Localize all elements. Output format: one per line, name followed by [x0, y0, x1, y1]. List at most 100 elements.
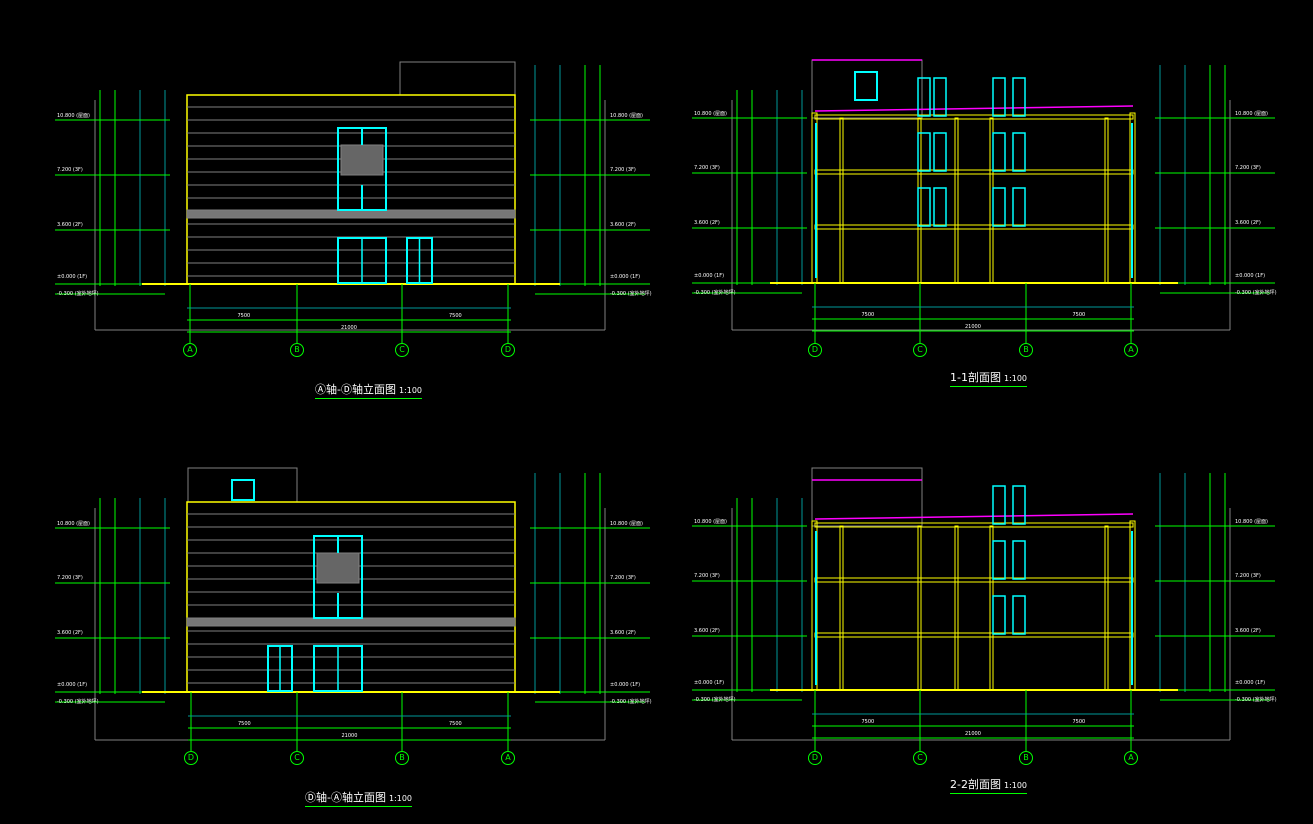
- level-label-left: -0.300 (室外地坪): [57, 291, 99, 297]
- level-label-left: ±0.000 (1F): [57, 274, 88, 280]
- level-label-left: 7.200 (3F): [57, 575, 83, 581]
- axis-bubble-d: D: [501, 343, 515, 357]
- dimension-text: 7500: [238, 721, 251, 727]
- door-section: [1012, 485, 1026, 525]
- level-label-left: 3.600 (2F): [694, 628, 720, 634]
- door-section: [992, 77, 1006, 117]
- stair-tower: [187, 467, 298, 503]
- scale-text: 1:100: [1003, 374, 1028, 383]
- level-label-right: 3.600 (2F): [610, 222, 636, 228]
- level-label-left: 3.600 (2F): [57, 630, 83, 636]
- axis-bubble-d: D: [184, 751, 198, 765]
- scale-text: 1:100: [398, 386, 423, 395]
- axis-bubble-d: D: [808, 751, 822, 765]
- axis-bubble-d: D: [808, 343, 822, 357]
- door-section: [933, 187, 947, 227]
- level-label-left: ±0.000 (1F): [57, 682, 88, 688]
- level-label-right: 10.800 (屋面): [610, 113, 643, 119]
- floor-slab: [814, 224, 1134, 230]
- dimension-text: 7500: [449, 313, 462, 319]
- axis-bubble-b: B: [1019, 343, 1033, 357]
- level-label-right: 10.800 (屋面): [610, 521, 643, 527]
- dimension-text: 7500: [1072, 312, 1086, 318]
- dimension-text: 7500: [449, 721, 462, 727]
- floor-slab: [814, 522, 1134, 528]
- level-label-right: 7.200 (3F): [1235, 165, 1261, 171]
- level-label-right: 7.200 (3F): [1235, 573, 1261, 579]
- axis-bubble-c: C: [913, 343, 927, 357]
- level-label-left: -0.300 (室外地坪): [694, 290, 736, 296]
- dimension-text: 7500: [861, 312, 875, 318]
- roof-membrane: [814, 513, 1134, 520]
- door-section: [992, 485, 1006, 525]
- level-label-left: 3.600 (2F): [694, 220, 720, 226]
- axis-bubble-b: B: [1019, 751, 1033, 765]
- dimension-text: 7500: [237, 313, 251, 319]
- level-label-right: -0.300 (室外地坪): [610, 291, 652, 297]
- dimension-text: 21000: [965, 731, 981, 737]
- level-label-left: 3.600 (2F): [57, 222, 83, 228]
- title-text: 1-1剖面图: [950, 371, 1001, 384]
- axis-bubble-c: C: [290, 751, 304, 765]
- title-text: Ⓓ轴-Ⓐ轴立面图: [305, 791, 386, 804]
- level-label-right: ±0.000 (1F): [610, 274, 641, 280]
- glass-hatch: [316, 552, 360, 584]
- stair-tower: [399, 61, 516, 96]
- door-section: [1012, 77, 1026, 117]
- scale-text: 1:100: [1003, 781, 1028, 790]
- wall: [1129, 520, 1136, 691]
- glass-hatch: [340, 144, 384, 176]
- level-label-right: -0.300 (室外地坪): [1235, 290, 1277, 296]
- level-label-right: ±0.000 (1F): [1235, 273, 1266, 279]
- door-section: [933, 132, 947, 172]
- wall: [1129, 112, 1136, 284]
- title-text: 2-2剖面图: [950, 778, 1001, 791]
- level-label-left: ±0.000 (1F): [694, 273, 725, 279]
- level-label-left: 10.800 (屋面): [57, 521, 90, 527]
- door-section: [992, 187, 1006, 227]
- floor-slab: [814, 577, 1134, 583]
- axis-bubble-c: C: [913, 751, 927, 765]
- building-outline: [186, 501, 516, 693]
- door-section: [992, 132, 1006, 172]
- dimension-text: 7500: [861, 719, 875, 725]
- axis-bubble-b: B: [290, 343, 304, 357]
- axis-bubble-b: B: [395, 751, 409, 765]
- door-section: [1012, 187, 1026, 227]
- door-section: [933, 77, 947, 117]
- door-section: [992, 540, 1006, 580]
- window: [854, 71, 878, 101]
- level-label-right: 3.600 (2F): [1235, 628, 1261, 634]
- level-label-right: 10.800 (屋面): [1235, 519, 1268, 525]
- axis-bubble-a: A: [183, 343, 197, 357]
- level-label-right: ±0.000 (1F): [610, 682, 641, 688]
- dimension-text: 21000: [341, 733, 358, 739]
- level-label-right: 7.200 (3F): [610, 167, 636, 173]
- column: [1104, 117, 1109, 284]
- stair-tower: [811, 467, 923, 527]
- building-outline: [186, 94, 516, 285]
- door-section: [1012, 540, 1026, 580]
- roof-membrane: [814, 105, 1134, 112]
- door-section: [917, 132, 931, 172]
- axis-bubble-a: A: [1124, 343, 1138, 357]
- level-label-left: 7.200 (3F): [694, 573, 720, 579]
- level-label-right: -0.300 (室外地坪): [610, 699, 652, 705]
- axis-bubble-a: A: [501, 751, 515, 765]
- level-label-right: 10.800 (屋面): [1235, 111, 1268, 117]
- canopy-band: [186, 617, 516, 627]
- column: [917, 525, 922, 691]
- column: [839, 525, 844, 691]
- level-label-left: 10.800 (屋面): [694, 111, 727, 117]
- floor-slab: [814, 114, 1134, 120]
- level-label-left: 10.800 (屋面): [694, 519, 727, 525]
- level-label-right: ±0.000 (1F): [1235, 680, 1266, 686]
- door-section: [1012, 132, 1026, 172]
- level-label-right: 3.600 (2F): [1235, 220, 1261, 226]
- dimension-text: 21000: [341, 325, 357, 331]
